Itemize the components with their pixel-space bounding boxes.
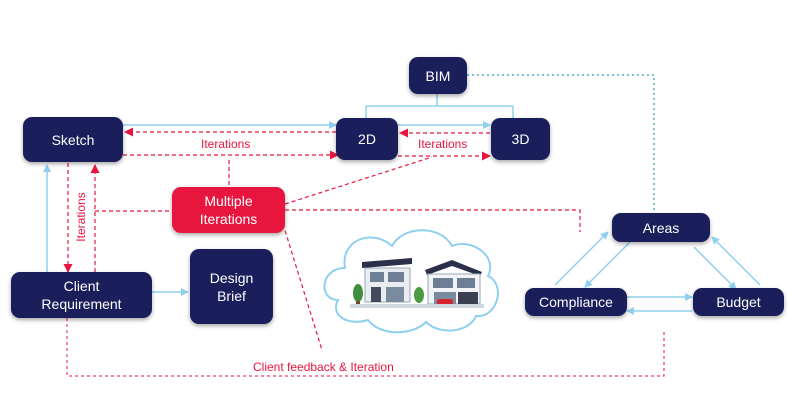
compliance-node: Compliance <box>525 288 627 316</box>
2d-label: 2D <box>358 131 376 147</box>
3d-label: 3D <box>511 131 530 147</box>
iterations-vertical-label: Iterations <box>74 192 88 242</box>
multiple-iterations-label-line2: Iterations <box>199 211 258 227</box>
client-feedback-loop-connector <box>66 318 665 377</box>
client-feedback-label: Client feedback & Iteration <box>253 360 394 374</box>
client-requirement-label-line2: Requirement <box>41 296 122 312</box>
iterations-2d-3d-label: Iterations <box>418 137 468 151</box>
sketch-label: Sketch <box>51 131 95 148</box>
areas-node: Areas <box>612 213 710 242</box>
3d-node: 3D <box>491 118 550 160</box>
design-brief-label-line2: Brief <box>217 287 246 304</box>
bim-areas-dotted-connector <box>467 74 655 213</box>
bim-label: BIM <box>425 67 451 84</box>
arrow-areas-to-budget <box>693 246 737 290</box>
multiple-iterations-label-line1: Multiple <box>204 193 253 209</box>
areas-label: Areas <box>642 219 680 236</box>
multiple-iterations-node: Multiple Iterations <box>172 187 285 233</box>
sketch-node: Sketch <box>23 117 123 162</box>
bim-tree-connector <box>365 94 514 118</box>
client-requirement-node: Client Requirement <box>11 272 152 318</box>
budget-node: Budget <box>693 288 784 316</box>
budget-label: Budget <box>716 294 761 310</box>
client-requirement-label-line1: Client <box>63 278 100 294</box>
design-brief-label-line1: Design <box>209 269 254 286</box>
design-brief-node: Design Brief <box>190 249 273 324</box>
bim-node: BIM <box>409 57 467 94</box>
arrow-compliance-to-areas <box>554 231 609 286</box>
arrow-budget-to-areas <box>711 236 761 286</box>
arrow-areas-to-compliance <box>584 241 631 288</box>
multiple-iterations-connectors <box>95 156 581 351</box>
iterations-sketch-2d-label: Iterations <box>201 137 251 151</box>
compliance-label: Compliance <box>539 294 613 310</box>
house-in-cloud-illustration <box>323 229 499 334</box>
2d-node: 2D <box>336 118 398 160</box>
